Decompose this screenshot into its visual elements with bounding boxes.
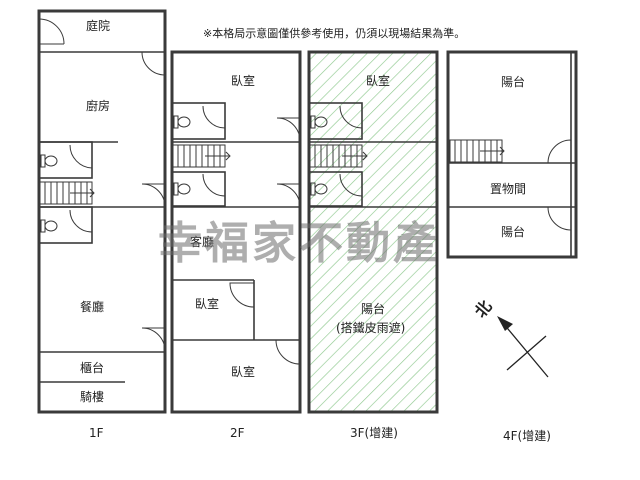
room-label-bedroom: 臥室 xyxy=(366,73,390,88)
door-swing-icon xyxy=(276,117,301,142)
floor-label-2f: 2F xyxy=(230,426,245,440)
door-swing-icon xyxy=(38,18,65,45)
toilet-icon xyxy=(310,115,328,129)
door-swing-icon xyxy=(547,139,572,164)
floor-label-4f: 4F(增建) xyxy=(503,429,551,443)
room-label-kitchen: 廚房 xyxy=(86,98,110,113)
toilet-icon xyxy=(40,219,58,233)
door-swing-icon xyxy=(141,51,166,76)
stairs-icon xyxy=(172,144,231,168)
toilet-icon xyxy=(173,115,191,129)
door-swing-icon xyxy=(141,327,166,352)
toilet-icon xyxy=(40,154,58,168)
toilet-icon xyxy=(173,182,191,196)
room-label-storage: 置物間 xyxy=(490,182,526,196)
door-swing-icon xyxy=(547,206,572,231)
disclaimer-text: ※本格局示意圖僅供參考使用，仍須以現場結果為準。 xyxy=(203,26,465,40)
room-label-counter: 櫃台 xyxy=(80,360,104,375)
stairs-icon xyxy=(309,144,368,168)
room-label-balcony: 陽台 xyxy=(361,301,385,316)
door-swing-icon xyxy=(69,209,93,233)
door-swing-icon xyxy=(202,173,226,197)
room-label-canopy-note: (搭鐵皮雨遮) xyxy=(336,320,405,335)
floor-4f: 陽台 置物間 陽台 4F(增建) xyxy=(446,50,578,443)
door-swing-icon xyxy=(202,105,226,129)
compass-icon: 北 xyxy=(471,297,549,378)
floor-label-3f: 3F(增建) xyxy=(350,426,398,440)
door-swing-icon xyxy=(339,105,363,129)
door-swing-icon xyxy=(69,144,93,169)
room-label-bedroom: 臥室 xyxy=(195,296,219,311)
stairs-icon xyxy=(449,139,505,163)
toilet-icon xyxy=(310,182,328,196)
room-label-balcony: 陽台 xyxy=(501,224,525,239)
door-swing-icon xyxy=(275,339,301,365)
room-label-bedroom: 臥室 xyxy=(231,73,255,88)
room-label-bedroom: 臥室 xyxy=(231,364,255,379)
floor-1f: 庭院 廚房 餐廳 櫃台 騎樓 1F xyxy=(37,9,167,440)
room-label-courtyard: 庭院 xyxy=(86,18,110,33)
room-label-arcade: 騎樓 xyxy=(80,389,104,404)
door-swing-icon xyxy=(339,173,363,197)
door-swing-icon xyxy=(141,183,166,208)
watermark-text: 幸福家不動產 xyxy=(158,218,440,269)
floor-label-1f: 1F xyxy=(89,426,104,440)
room-label-living: 客廳 xyxy=(190,234,214,249)
room-label-dining: 餐廳 xyxy=(80,299,104,314)
stairs-icon xyxy=(39,181,95,205)
door-swing-icon xyxy=(276,183,301,208)
floor-2f: 臥室 客廳 臥室 臥室 2F xyxy=(170,50,302,440)
compass-north-label: 北 xyxy=(471,297,496,321)
room-label-balcony: 陽台 xyxy=(501,74,525,89)
floor-3f: 臥室 陽台 (搭鐵皮雨遮) 3F(增建) xyxy=(307,50,439,440)
door-swing-icon xyxy=(229,282,255,308)
